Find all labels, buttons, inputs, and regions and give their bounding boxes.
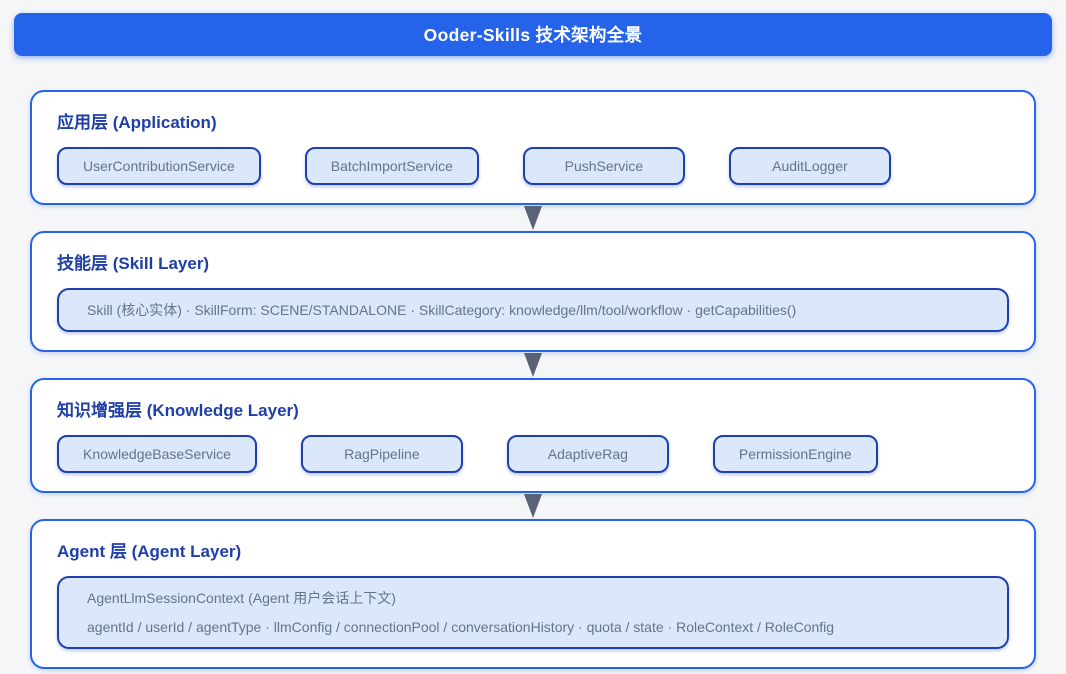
service-node-row: KnowledgeBaseService RagPipeline Adaptiv… bbox=[57, 435, 1009, 473]
service-node: AuditLogger bbox=[728, 147, 891, 185]
layer-title: 技能层 (Skill Layer) bbox=[57, 254, 210, 273]
down-arrow-icon bbox=[524, 353, 542, 377]
agent-context-title: AgentLlmSessionContext (Agent 用户会话上下文) bbox=[87, 590, 396, 606]
service-node: AdaptiveRag bbox=[506, 435, 669, 473]
agent-context-fields: agentId / userId / agentType · llmConfig… bbox=[87, 619, 835, 635]
down-arrow-icon bbox=[524, 206, 542, 230]
down-arrow-icon bbox=[524, 494, 542, 518]
service-node: PushService bbox=[522, 147, 685, 185]
service-node: UserContributionService bbox=[57, 147, 261, 185]
layer-knowledge: 知识增强层 (Knowledge Layer) KnowledgeBaseSer… bbox=[30, 378, 1036, 493]
layer-agent: Agent 层 (Agent Layer) AgentLlmSessionCon… bbox=[30, 519, 1036, 669]
skill-entity-description: Skill (核心实体) · SkillForm: SCENE/STANDALO… bbox=[87, 302, 797, 318]
service-node: BatchImportService bbox=[304, 147, 479, 185]
service-node: RagPipeline bbox=[300, 435, 463, 473]
agent-session-context-node: AgentLlmSessionContext (Agent 用户会话上下文) a… bbox=[57, 576, 1009, 649]
service-node: PermissionEngine bbox=[712, 435, 878, 473]
layer-connector bbox=[30, 205, 1036, 231]
app-title-bar: Ooder-Skills 技术架构全景 bbox=[14, 13, 1052, 56]
layer-connector bbox=[30, 493, 1036, 519]
layer-title: Agent 层 (Agent Layer) bbox=[57, 542, 242, 561]
skill-entity-node: Skill (核心实体) · SkillForm: SCENE/STANDALO… bbox=[57, 288, 1009, 332]
layer-skill: 技能层 (Skill Layer) Skill (核心实体) · SkillFo… bbox=[30, 231, 1036, 352]
app-title: Ooder-Skills 技术架构全景 bbox=[423, 25, 643, 45]
layer-title: 知识增强层 (Knowledge Layer) bbox=[57, 401, 299, 420]
architecture-diagram: 应用层 (Application) UserContributionServic… bbox=[0, 56, 1066, 669]
service-node: KnowledgeBaseService bbox=[57, 435, 257, 473]
layer-title: 应用层 (Application) bbox=[57, 113, 217, 132]
layer-connector bbox=[30, 352, 1036, 378]
service-node-row: UserContributionService BatchImportServi… bbox=[57, 147, 1009, 185]
layer-application: 应用层 (Application) UserContributionServic… bbox=[30, 90, 1036, 205]
